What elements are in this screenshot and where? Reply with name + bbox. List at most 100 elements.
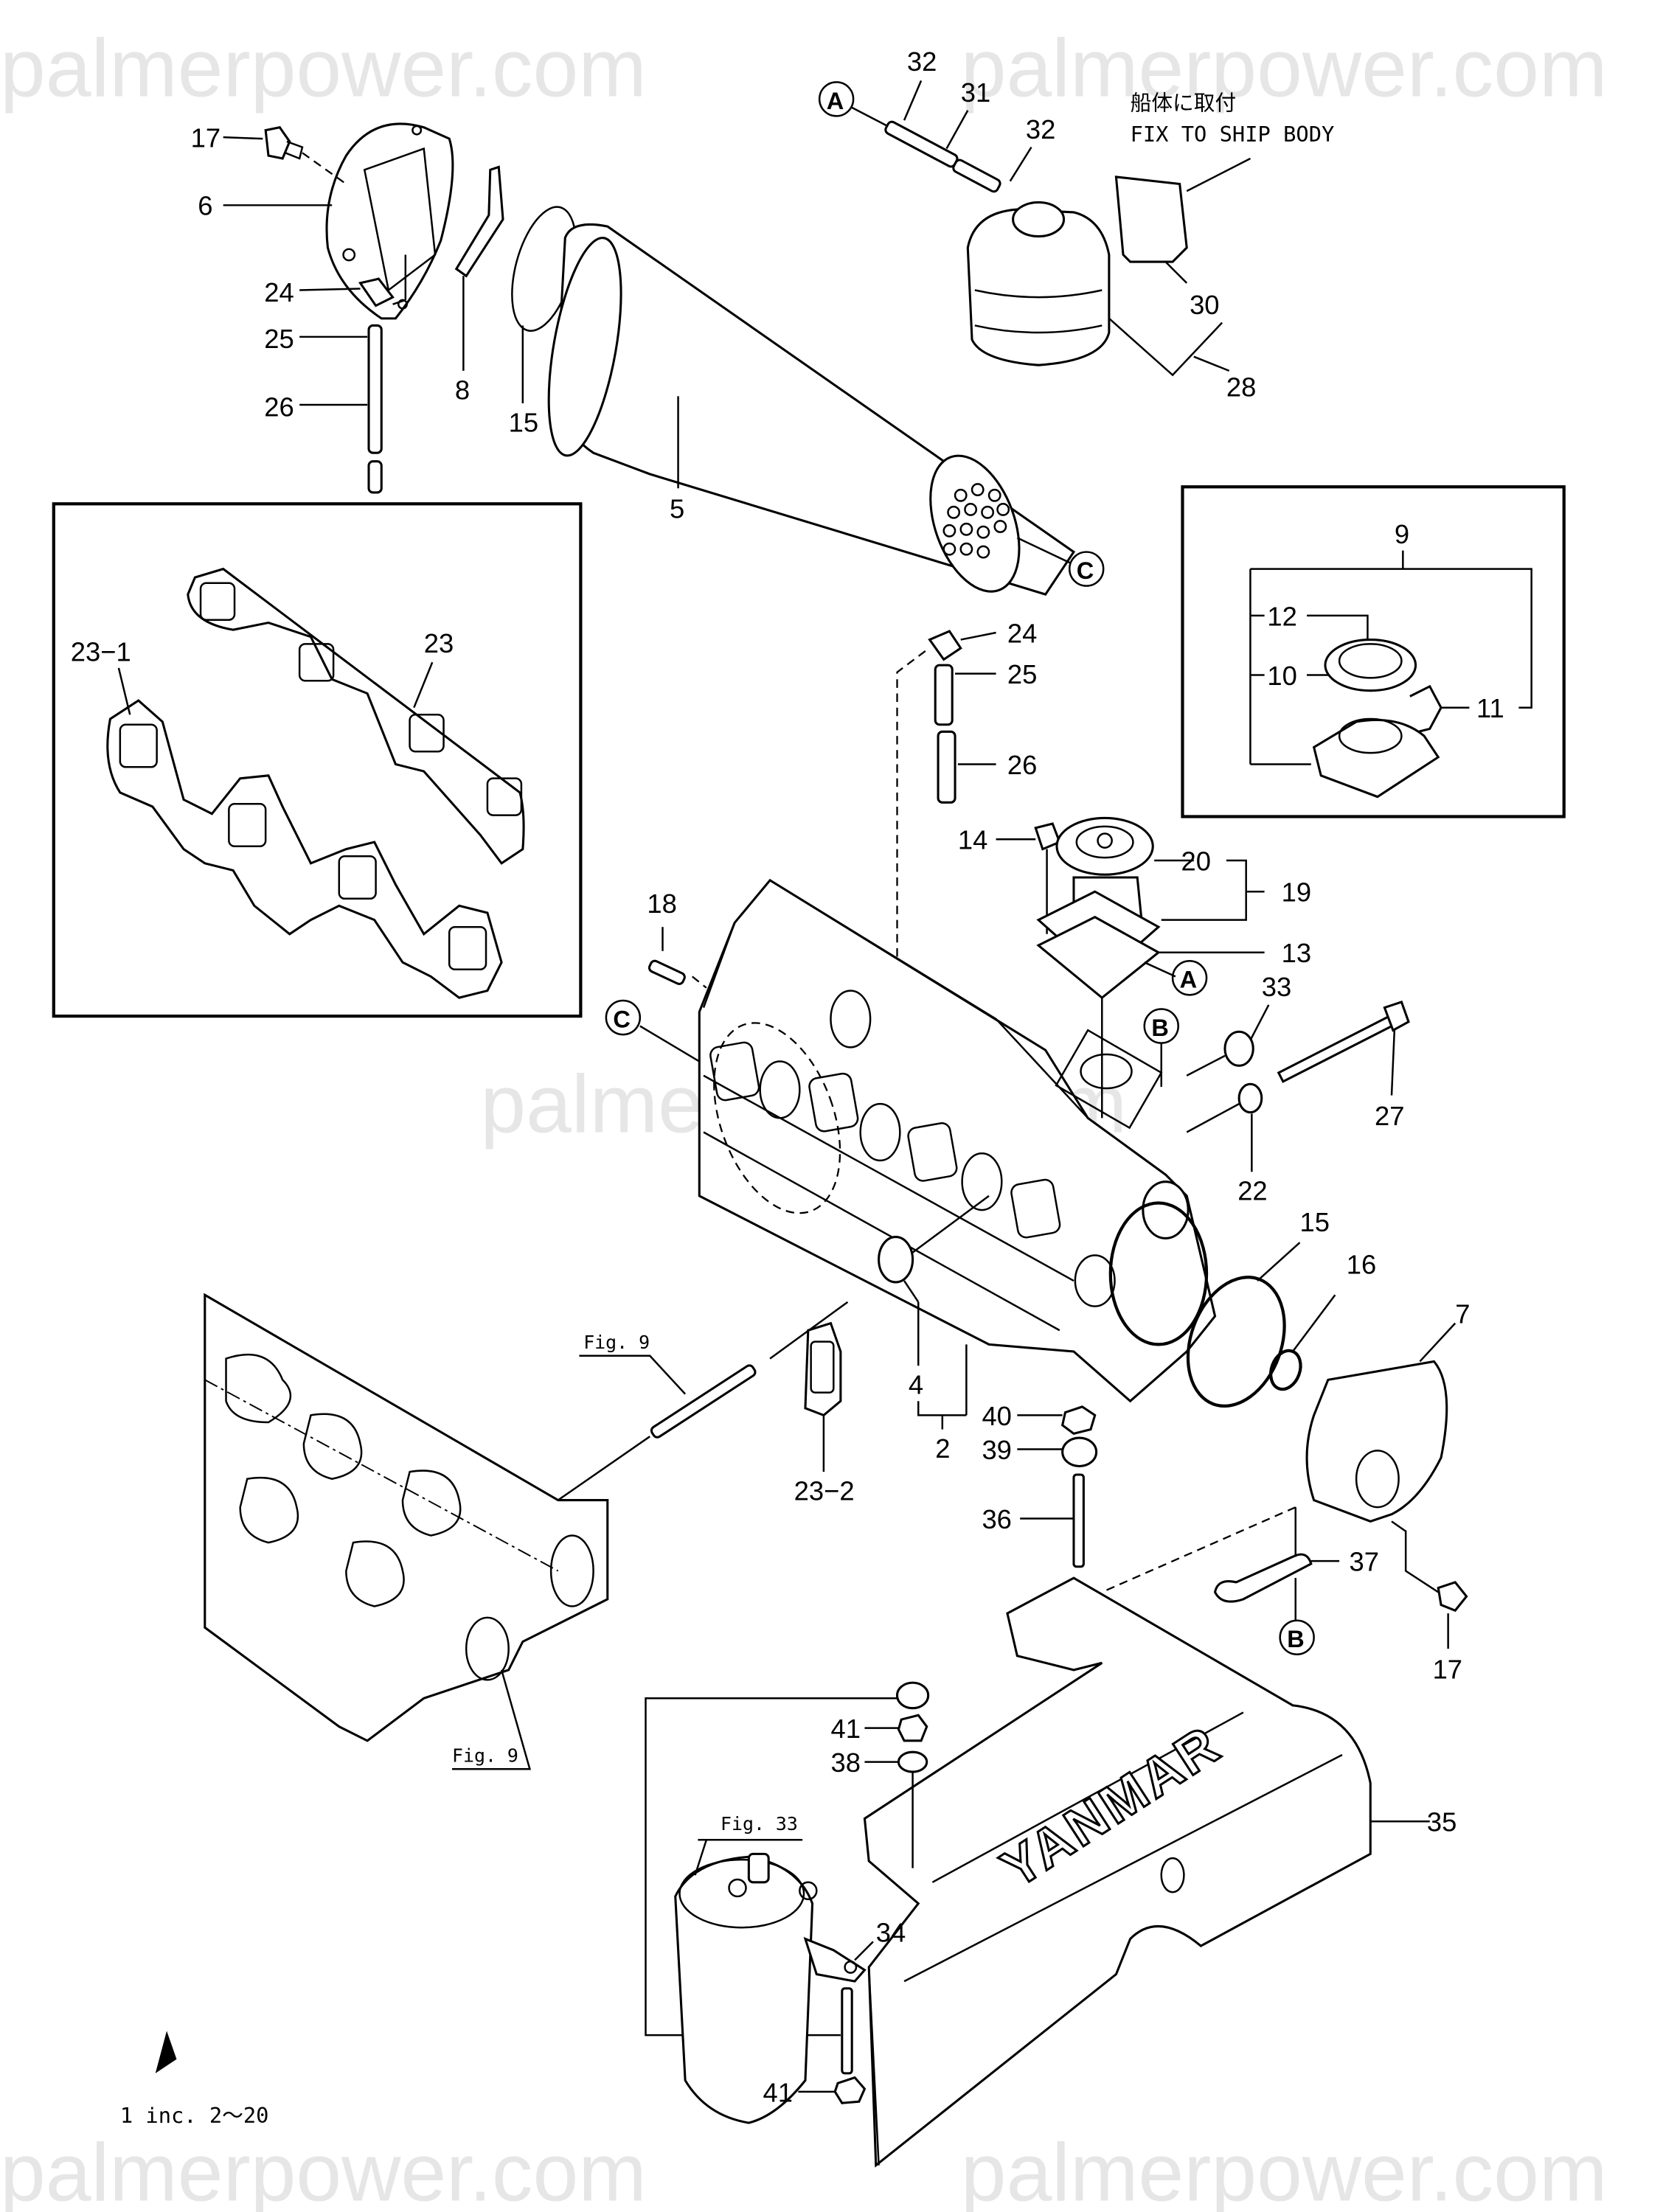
label-9: 9 [1395,519,1409,549]
label-24-mid: 24 [1007,618,1037,648]
stud-part-34-bolt [841,1987,853,2075]
label-33: 33 [1262,972,1291,1002]
connector-C-top-label: C [1077,557,1094,584]
pipe-part-25-mid [934,664,954,726]
yanmar-cover-assembly: YANMAR 35 [863,1576,1456,2168]
end-cover-assembly: 17 6 24 25 26 8 [191,122,504,494]
label-17-low: 17 [1433,1654,1462,1684]
manifold-body-part-2 [698,878,1217,1403]
connector-C-top [1068,551,1105,587]
label-25-mid: 25 [1007,659,1037,689]
fig-ref-9-upper[interactable]: Fig. 9 [583,1332,650,1353]
bracket-part-34 [803,1936,867,1983]
label-26-left: 26 [264,392,294,422]
label-15-top: 15 [509,407,538,437]
heat-exchanger-assembly: 15 5 C [509,206,1105,596]
label-32-a: 32 [907,46,937,77]
connector-B-low [1279,1619,1315,1656]
label-18: 18 [647,888,676,919]
connector-A-mid [1171,960,1208,996]
cap-housing-detail-box: 9 12 10 11 [1181,485,1566,818]
manifold-body-assembly: 18 C B [605,878,1217,1464]
connector-A-mid-label: A [1180,966,1198,993]
label-14: 14 [958,825,987,855]
footnote-group: 1 inc. 2～20 [120,2031,269,2128]
stud-fig9 [650,1364,757,1439]
expansion-tank-assembly: A 32 31 32 船体に取付 FIX TO SHIP BODY 30 28 [818,46,1334,402]
filter-bracket-box: 41 38 Fig. 33 34 41 [645,1681,930,2124]
connector-A-top-label: A [827,87,844,114]
label-23-1: 23−1 [71,636,131,667]
pipe-part-26-left [367,324,383,454]
label-31: 31 [961,77,990,108]
label-23-2: 23−2 [794,1476,855,1506]
fig-ref-9-lower[interactable]: Fig. 9 [452,1745,518,1767]
elbow-part-24-left [358,277,395,307]
nut-part-41-top [897,1714,928,1742]
label-12: 12 [1267,601,1296,631]
label-24-left: 24 [264,277,294,307]
watermark-top-right: palmerpower.com [961,21,1608,114]
label-11: 11 [1476,693,1504,723]
gasket-part-23 [187,567,525,865]
gasket-part-23-1 [106,699,503,999]
washer-part-22 [1237,1082,1263,1114]
nut-part-39 [1061,1436,1098,1468]
watermark-bottom-right: palmerpower.com [961,2126,1608,2212]
cylinder-head-reference: Fig. 9 23−2 Fig. 9 [204,1293,855,1770]
label-20: 20 [1181,846,1211,876]
label-37: 37 [1350,1546,1379,1576]
oring-part-4 [878,1236,914,1284]
label-34: 34 [876,1917,906,1947]
end-cover-part-7 [1305,1360,1448,1523]
label-39: 39 [982,1435,1011,1465]
label-28: 28 [1226,372,1256,402]
footnote-text: 1 inc. 2～20 [120,2103,269,2128]
label-2: 2 [935,1433,950,1464]
fig-ref-33[interactable]: Fig. 33 [721,1813,798,1834]
label-30: 30 [1190,290,1219,320]
watermark-top-left: palmerpower.com [0,21,647,114]
bracket-part-30 [1114,175,1188,263]
label-15-low: 15 [1299,1207,1329,1237]
watermarks: palmerpower.com palmerpower.com palmerpo… [0,21,1608,2212]
label-38: 38 [830,1747,860,1778]
label-6: 6 [198,191,212,221]
watermark-bottom-left: palmerpower.com [0,2126,647,2212]
label-17-top: 17 [191,123,221,153]
connector-C-left [605,999,642,1036]
oring-part-16 [1269,1349,1302,1391]
chain-part-11 [1409,684,1442,734]
label-10: 10 [1267,661,1296,691]
nut-part-41-upper-cap [895,1681,930,1710]
label-32-b: 32 [1026,114,1055,145]
label-23: 23 [424,628,454,658]
pointer-arrow-icon [155,2031,177,2073]
connector-A-top [818,81,855,117]
connector-B-low-label: B [1287,1625,1305,1652]
label-7: 7 [1455,1299,1470,1329]
label-27: 27 [1375,1101,1404,1131]
label-4: 4 [909,1370,923,1400]
tube-holes [942,483,1010,559]
mounting-hardware: 40 39 36 37 B [982,1401,1379,1656]
label-40: 40 [982,1401,1011,1431]
collar-part-33 [1223,1030,1254,1067]
label-22: 22 [1237,1176,1267,1206]
tank-part-28 [966,208,1111,366]
elbow-part-24-mid [928,630,962,661]
plate-part-8 [454,165,504,278]
label-41-top: 41 [830,1714,860,1744]
plate-part-37 [1213,1553,1313,1603]
label-26-mid: 26 [1007,750,1037,780]
bolt-part-17-top [264,126,291,160]
cap-part-10 [1324,639,1417,692]
note-japanese: 船体に取付 [1131,91,1237,116]
filler-cap-part-20 [1055,816,1154,876]
label-8: 8 [455,375,470,405]
stud-part-36 [1072,1473,1085,1568]
label-36: 36 [982,1504,1011,1534]
label-41-bottom: 41 [763,2077,793,2107]
washer-part-38 [897,1750,928,1773]
